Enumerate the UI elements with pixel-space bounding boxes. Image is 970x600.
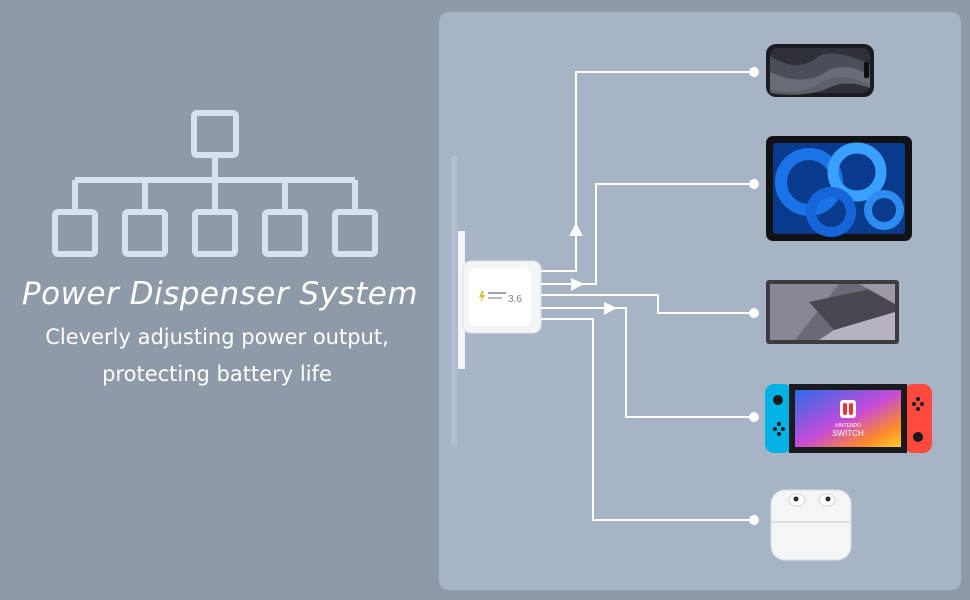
charger-icon: 3.6 (462, 260, 542, 334)
charging-diagram: 3.6 (451, 44, 932, 561)
page-title: Power Dispenser System (21, 276, 419, 312)
game-console-icon: NINTENDO SWITCH (765, 384, 932, 453)
left-section: Power Dispenser System Cleverly adjustin… (0, 0, 440, 600)
tablet-icon (766, 136, 912, 241)
wall-plate (451, 156, 465, 446)
cable-to-phone (541, 71, 754, 272)
arrow-up-icon (569, 223, 583, 236)
subtitle-line-2: protecting battery life (102, 362, 332, 386)
cable-to-android-phone (541, 294, 754, 314)
arrow-right-icon (604, 302, 617, 315)
cable-to-tablet (541, 183, 754, 285)
hierarchy-tree-icon (52, 110, 378, 257)
console-model-text: SWITCH (832, 429, 864, 438)
subtitle-line-1: Cleverly adjusting power output, (45, 325, 389, 349)
phone-icon (766, 44, 874, 97)
cable-to-game-console (541, 307, 754, 418)
android-phone-icon (766, 280, 899, 344)
charger-badge: 3.6 (508, 294, 522, 305)
earbuds-case-icon (770, 489, 852, 561)
console-brand-text: NINTENDO (835, 423, 861, 429)
cable-to-earbuds (541, 318, 754, 521)
device-panel: 3.6 (439, 12, 961, 590)
arrow-right-icon (571, 278, 584, 291)
